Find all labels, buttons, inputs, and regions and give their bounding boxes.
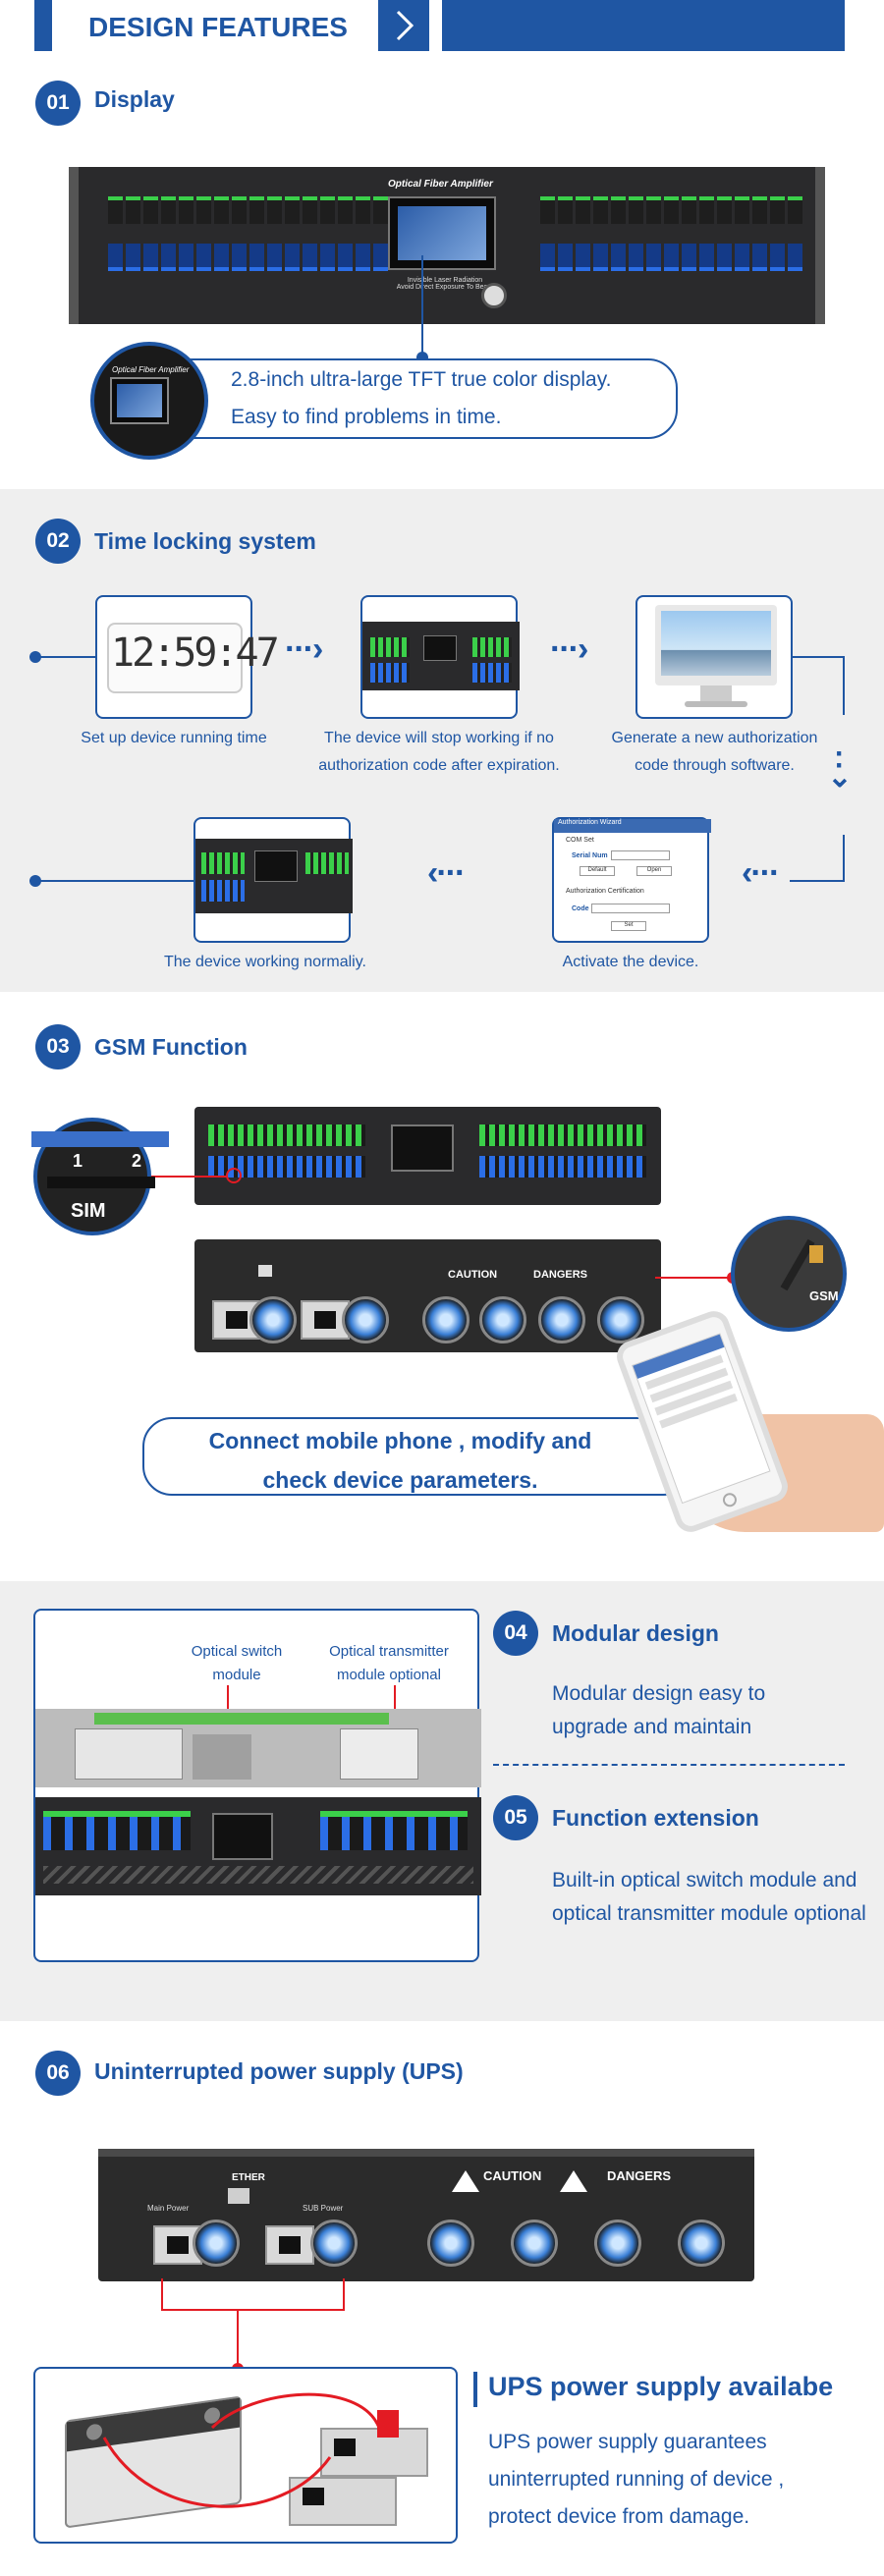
power-knob — [481, 283, 507, 308]
port-row-left-top — [108, 196, 388, 224]
section-number-06: 06 — [35, 2051, 81, 2096]
section-number-04: 04 — [493, 1611, 538, 1656]
chassis-top — [35, 1709, 481, 1787]
section-title-time-locking: Time locking system — [94, 528, 316, 554]
section-title-ups: Uninterrupted power supply (UPS) — [94, 2058, 464, 2084]
section-title-gsm: GSM Function — [94, 1034, 248, 1060]
sim-label: SIM — [71, 1200, 106, 1222]
clock-box: 12:59:47 — [95, 595, 280, 719]
header-bar: DESIGN FEATURES — [34, 0, 845, 51]
ups-image-box — [33, 2367, 458, 2544]
sim-inset-circle: 1 2 SIM — [31, 1118, 169, 1235]
port-row-right-bottom — [540, 244, 802, 271]
gsm-inset-circle: GSM — [731, 1216, 847, 1332]
arrow-down-icon: ··⌄ — [827, 738, 853, 794]
chassis-front — [35, 1797, 481, 1895]
gsm-front-panel — [194, 1107, 661, 1205]
section-title-display: Display — [94, 86, 175, 112]
step3-caption: Generate a new authorization code throug… — [611, 730, 818, 774]
chevron-right-icon — [378, 0, 429, 51]
transmitter-label: Optical transmitter module optional — [329, 1643, 449, 1683]
step5-caption: The device working normaliy. — [163, 954, 366, 970]
gsm-callout-line1: Connect mobile phone , modify and — [208, 1428, 592, 1453]
arrow-left-icon: ‹··· — [742, 854, 780, 892]
arrow-left-icon: ‹··· — [427, 854, 466, 892]
clock-display: 12:59:47 — [111, 630, 280, 676]
section-title-function-extension: Function extension — [552, 1805, 759, 1831]
device-label: Optical Fiber Amplifier — [388, 179, 493, 190]
ups-rear-panel: Main Power ETHER SUB Power CAUTION DANGE… — [98, 2149, 754, 2281]
section-number-02: 02 — [35, 519, 81, 564]
display-callout-line2: Easy to find problems in time. — [231, 406, 502, 428]
section-title-modular: Modular design — [552, 1620, 719, 1646]
device-box — [360, 595, 520, 719]
header-left-strip — [34, 0, 52, 51]
port-row-right-top — [540, 196, 802, 224]
arrow-right-icon: ···› — [285, 630, 323, 668]
header-right-bar — [442, 0, 845, 51]
mobile-phone — [612, 1306, 793, 1537]
modular-desc: Modular design easy to upgrade and maint… — [552, 1682, 766, 1738]
display-inset-circle: Optical Fiber Amplifier — [90, 342, 208, 460]
sim-connector-line — [147, 1176, 228, 1178]
header-title: DESIGN FEATURES — [88, 12, 348, 42]
ups-connector-lines — [161, 2278, 345, 2375]
ups-desc: UPS power supply guarantees uninterrupte… — [488, 2431, 785, 2528]
dialog-box: Authorization Wizard COM Set Serial Num … — [552, 817, 711, 943]
gsm-label: GSM — [809, 1288, 839, 1303]
arrow-right-icon: ···› — [550, 630, 588, 668]
port-row-left-bottom — [108, 244, 388, 271]
section-02-bg — [0, 489, 884, 992]
ups-title-bar — [473, 2372, 477, 2407]
power-module-icon — [289, 2477, 397, 2526]
tft-display — [388, 196, 496, 270]
working-device-box — [193, 817, 353, 943]
step2-caption: The device will stop working if no autho… — [318, 730, 560, 774]
flow-line-row1 — [34, 656, 95, 658]
step1-caption: Set up device running time — [81, 730, 267, 746]
display-callout-line1: 2.8-inch ultra-large TFT true color disp… — [231, 368, 612, 391]
amplifier-front-panel: Optical Fiber Amplifier Invisible Laser … — [69, 167, 825, 324]
computer-box — [635, 595, 793, 719]
ups-title: UPS power supply availabe — [488, 2372, 834, 2401]
gsm-callout — [142, 1417, 692, 1496]
flow-line-row1-right — [788, 656, 845, 658]
switch-label: Optical switch module — [191, 1643, 283, 1683]
gsm-rear-panel: CAUTION DANGERS — [194, 1239, 661, 1352]
function-extension-desc: Built-in optical switch module and optic… — [552, 1869, 866, 1925]
section-number-03: 03 — [35, 1024, 81, 1069]
step4-caption: Activate the device. — [562, 954, 699, 970]
section-number-01: 01 — [35, 81, 81, 126]
section-number-05: 05 — [493, 1795, 538, 1840]
modular-image-box: Optical switch module Optical transmitte… — [33, 1609, 481, 1962]
dashed-divider — [493, 1764, 845, 1766]
gsm-callout-line2: check device parameters. — [262, 1467, 538, 1493]
display-connector-line — [421, 255, 423, 358]
power-module-icon — [320, 2428, 428, 2477]
